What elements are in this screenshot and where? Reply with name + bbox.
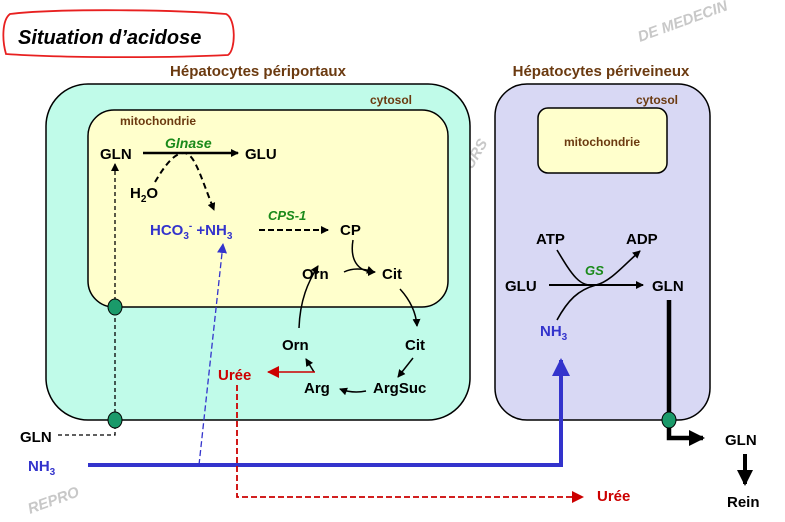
perivenous-mitochondria: [537, 107, 668, 174]
hco3-nh3: HCO3- +NH3: [150, 221, 233, 242]
periportal-heading: Hépatocytes périportaux: [170, 63, 347, 80]
title-box: Situation d’acidose: [2, 9, 235, 59]
cit-mito: Cit: [382, 266, 402, 283]
arg: Arg: [304, 380, 330, 397]
orn-cytosol: Orn: [282, 337, 309, 354]
orn-mito: Orn: [302, 266, 329, 283]
cps1-enzyme: CPS-1: [268, 208, 306, 223]
periportal-transporter: [107, 411, 123, 429]
page-title: Situation d’acidose: [18, 27, 201, 49]
argsuc: ArgSuc: [373, 380, 426, 397]
gln-perivenous: GLN: [652, 278, 684, 295]
watermark: REPRO: [26, 483, 82, 517]
cp: CP: [340, 222, 361, 239]
nh3-in: NH3: [28, 458, 56, 478]
watermark: DE MEDECIN: [636, 0, 731, 46]
periportal-mitochondria: [87, 109, 449, 308]
gln-in: GLN: [20, 429, 52, 446]
nh3-perivenous: NH3: [540, 323, 568, 343]
uree-out: Urée: [597, 488, 630, 505]
atp: ATP: [536, 231, 565, 248]
perivenous-heading: Hépatocytes périveineux: [513, 63, 690, 80]
h2o: H2O: [130, 185, 158, 205]
gs-enzyme: GS: [585, 263, 604, 278]
cit-cytosol: Cit: [405, 337, 425, 354]
gln-mito: GLN: [100, 146, 132, 163]
rein: Rein: [727, 494, 760, 511]
perivenous-transporter: [661, 411, 677, 429]
perivenous-cytosol-label: cytosol: [636, 93, 678, 107]
glu-perivenous: GLU: [505, 278, 537, 295]
periportal-cytosol-label: cytosol: [370, 93, 412, 107]
mito-transporter: [107, 298, 123, 316]
perivenous-mito-label: mitochondrie: [564, 135, 640, 149]
periportal-mito-label: mitochondrie: [120, 114, 196, 128]
glu-mito: GLU: [245, 146, 277, 163]
gln-out: GLN: [725, 432, 757, 449]
adp: ADP: [626, 231, 658, 248]
glnase-enzyme: Glnase: [165, 135, 212, 151]
uree-cytosol: Urée: [218, 367, 251, 384]
